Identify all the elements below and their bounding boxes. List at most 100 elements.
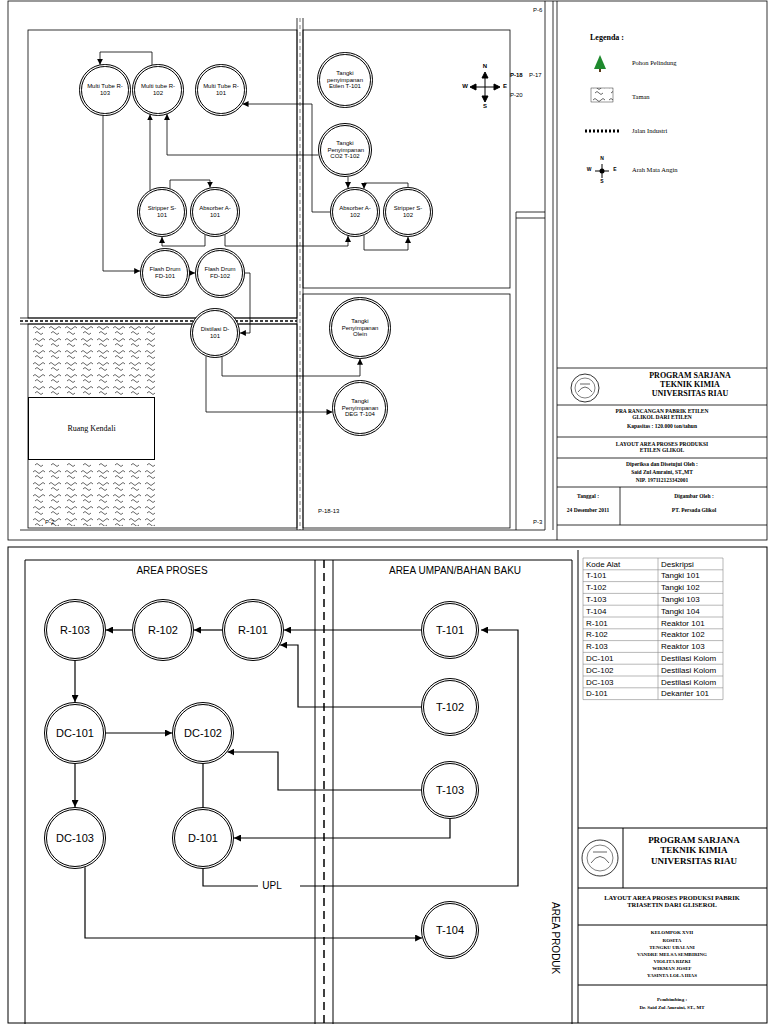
table-cell: DC-102 — [586, 666, 614, 675]
process-line — [284, 629, 421, 630]
table-cell: DC-103 — [586, 678, 614, 687]
node-label: T-104 — [436, 924, 464, 937]
compass — [470, 72, 500, 102]
approval-note: Diperiksa dan Disetujui Oleh : — [626, 461, 698, 467]
drawing-title: LAYOUT AREA PROSES PRODUKSI ETILEN GLIKO… — [607, 441, 717, 454]
node-label: Tangki Penyimpanan CO2 T-102 — [327, 140, 362, 161]
process-line — [106, 629, 132, 630]
node-label: Ruang Kendali — [67, 424, 115, 433]
institution-name: PROGRAM SARJANA TEKNIK KIMIA UNIVERSITAS… — [639, 835, 749, 866]
equipment-circle: DC-103 — [44, 807, 106, 869]
table-cell: Reaktor 102 — [661, 630, 705, 639]
pipe-tag: P-17 — [529, 72, 542, 79]
date-heading: Tanggal : — [577, 493, 599, 499]
node-label: DC-101 — [56, 727, 94, 740]
equipment-circle: Tangki Penyimpanan Olein — [329, 297, 391, 359]
node-label: Absorber A-102 — [337, 205, 372, 219]
supervisor-heading: Pembimbing : — [657, 997, 687, 1003]
supervisor-name: Dr. Said Zul Amraini, ST., MT — [639, 1005, 704, 1011]
legend-text: Arah Mata Angin — [632, 166, 678, 173]
table-cell: Destilasi Kolom — [661, 678, 716, 687]
member-name: VANDRE MELSA SEMBIRING — [637, 952, 707, 958]
table-cell: R-102 — [586, 630, 608, 639]
node-label: R-101 — [238, 624, 268, 637]
compass-letter: W — [462, 83, 468, 90]
legend-text: Jalan Industri — [632, 127, 667, 134]
process-line — [103, 116, 140, 271]
date-value: 24 Desember 2011 — [567, 507, 609, 513]
area-label: AREA PRODUK — [550, 902, 562, 974]
pipe-tag: P-6 — [533, 7, 542, 14]
node-label: R-103 — [60, 624, 90, 637]
compass-letter: E — [503, 83, 507, 90]
garden — [30, 326, 155, 395]
pipe-tag: P-18 — [510, 72, 523, 79]
table-cell: Deskripsi — [661, 560, 694, 569]
table-cell: R-103 — [586, 642, 608, 651]
area-label: AREA UMPAN/BAHAN BAKU — [389, 565, 521, 577]
compass-letter: E — [613, 167, 616, 173]
process-line — [243, 104, 331, 212]
equipment-circle: R-103 — [44, 599, 106, 661]
equipment-circle: Tangki penyimpanan Etilen T-101 — [317, 52, 373, 108]
node-label: Stripper S-101 — [144, 205, 179, 219]
process-line — [100, 52, 152, 65]
stream-label: UPL — [262, 880, 281, 892]
node-label: Multi Tube R-101 — [203, 83, 240, 97]
member-name: ROSITA — [663, 938, 682, 944]
table-cell: Kode Alat — [586, 560, 620, 569]
legend-text: Pohon Pelindung — [632, 59, 677, 66]
process-line — [74, 764, 75, 807]
table-cell: Destilasi Kolom — [661, 666, 716, 675]
table-cell: Tangki 102 — [661, 583, 700, 592]
table-cell: Tangki 103 — [661, 595, 700, 604]
process-line — [222, 357, 360, 376]
node-label: Flash Drum FD-101 — [147, 266, 182, 280]
compass-letter: S — [483, 103, 487, 110]
equipment-circle: Flash Drum FD-101 — [140, 248, 190, 298]
node-label: Distilasi D-101 — [197, 326, 232, 340]
waste-line — [203, 869, 258, 886]
table-cell: Tangki 104 — [661, 607, 700, 616]
table-cell: DC-101 — [586, 654, 614, 663]
node-label: Multi tube R-102 — [140, 83, 177, 97]
area-label: AREA PROSES — [136, 565, 207, 577]
equipment-circle: Tangki Penyimpanan CO2 T-102 — [318, 123, 372, 177]
drafter-heading: Digambar Oleh : — [674, 493, 714, 499]
site-plan — [8, 1, 767, 540]
capacity-note: Kapasitas : 120.000 ton/tahun — [627, 423, 697, 429]
process-line — [280, 645, 421, 707]
drafter-name: PT. Persada Glikol — [672, 507, 716, 513]
table-cell: Reaktor 103 — [661, 642, 705, 651]
process-line — [194, 629, 222, 630]
equipment-circle: Absorber A-102 — [330, 187, 380, 237]
table-cell: D-101 — [586, 689, 608, 698]
legend-icons — [585, 55, 620, 178]
room-box: Ruang Kendali — [28, 397, 155, 460]
member-name: TENGKU UBAI ANI — [649, 945, 695, 951]
drawing-title: LAYOUT AREA PROSES PRODUKSI PABRIK TRIAS… — [587, 894, 757, 909]
group-name: KELOMPOK XVII — [651, 930, 693, 936]
equipment-circle: R-102 — [132, 599, 194, 661]
node-label: Tangki Penyimpanan Olein — [338, 318, 383, 339]
equipment-circle: Tangki Penyimpanan DEG T-104 — [332, 380, 388, 436]
project-title: PRA RANCANGAN PABRIK ETILEN GLIKOL DARI … — [607, 408, 717, 421]
equipment-circle: Stripper S-102 — [383, 187, 433, 237]
equipment-circle: D-101 — [172, 807, 234, 869]
node-label: T-101 — [436, 624, 464, 637]
table-cell: Dekanter 101 — [661, 689, 709, 698]
table-cell: T-101 — [586, 571, 606, 580]
equipment-circle: T-102 — [421, 678, 479, 736]
node-label: R-102 — [148, 624, 178, 637]
compass-letter: W — [587, 167, 592, 173]
process-line — [227, 752, 421, 790]
process-line — [74, 661, 75, 702]
equipment-circle: Multi Tube R-101 — [195, 64, 246, 115]
process-line — [106, 732, 172, 733]
equipment-circle: Absorber A-101 — [190, 187, 240, 237]
recycle-line — [300, 630, 518, 886]
process-line — [206, 356, 332, 412]
equipment-circle: Multi tube R-102 — [132, 64, 183, 115]
compass-letter: S — [600, 179, 603, 185]
